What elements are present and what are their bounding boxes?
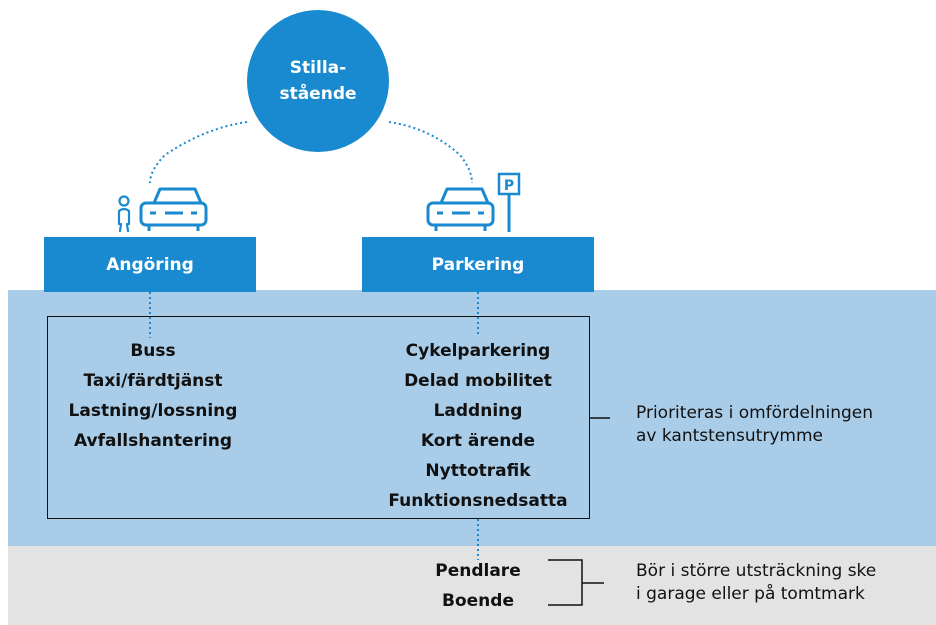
parkering-list: Cykelparkering Delad mobilitet Laddning …	[368, 336, 588, 516]
person-icon	[117, 195, 131, 233]
car-icon	[139, 187, 208, 231]
list-item: Taxi/färdtjänst	[83, 371, 223, 391]
bracket-garage	[548, 559, 604, 606]
list-item: Buss	[130, 341, 176, 361]
category-angoring-label: Angöring	[106, 254, 194, 275]
category-parkering: Parkering	[362, 237, 594, 292]
list-item: Cykelparkering	[405, 341, 551, 361]
garage-list: Pendlare Boende	[410, 556, 546, 616]
list-item: Avfallshantering	[73, 431, 233, 451]
garage-zone-band	[8, 546, 936, 625]
note-prioritized: Prioriteras i omfördelningen av kantsten…	[636, 402, 873, 448]
category-angoring: Angöring	[44, 237, 256, 292]
circle-label-line2: stående	[279, 84, 357, 104]
stationary-circle: Stilla- stående	[247, 10, 389, 152]
parking-sign-icon: P	[497, 172, 521, 232]
connector-right	[388, 121, 473, 184]
curbside-uses-box	[47, 316, 590, 519]
list-item: Lastning/lossning	[68, 401, 238, 421]
note-prioritized-line1: Prioriteras i omfördelningen	[636, 403, 874, 423]
note-garage-line1: Bör i större utsträckning ske	[636, 561, 877, 581]
note-prioritized-line2: av kantstensutrymme	[636, 426, 823, 446]
list-item: Pendlare	[435, 561, 521, 581]
list-item: Nyttotrafik	[425, 461, 531, 481]
list-item: Kort ärende	[420, 431, 536, 451]
list-item: Boende	[442, 591, 514, 611]
circle-label-line1: Stilla-	[289, 58, 347, 78]
angoring-list: Buss Taxi/färdtjänst Lastning/lossning A…	[47, 336, 259, 456]
parking-sign-letter: P	[504, 178, 514, 194]
car-icon	[426, 187, 495, 231]
priority-zone-band	[8, 290, 936, 546]
connector-left	[149, 121, 248, 184]
note-garage-line2: i garage eller på tomtmark	[636, 584, 865, 604]
list-item: Funktionsnedsatta	[388, 491, 568, 511]
list-item: Laddning	[433, 401, 523, 421]
note-garage: Bör i större utsträckning ske i garage e…	[636, 560, 876, 606]
category-parkering-label: Parkering	[431, 254, 525, 275]
list-item: Delad mobilitet	[404, 371, 552, 391]
